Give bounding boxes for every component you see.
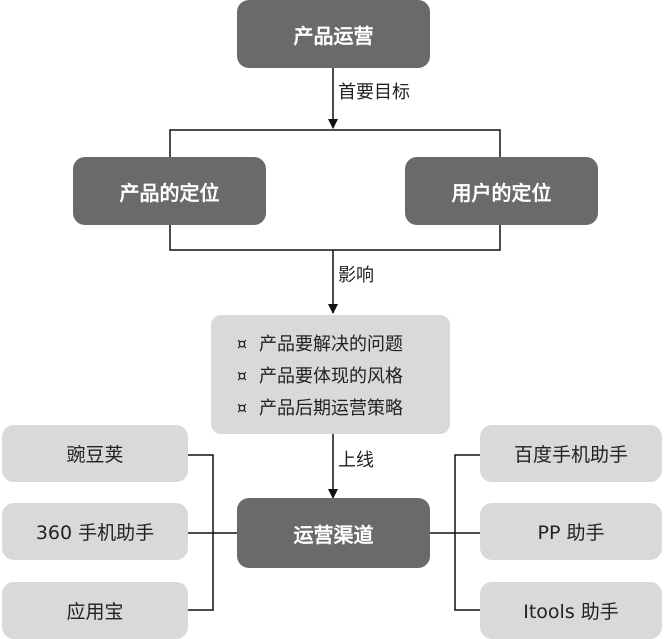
issue-text: 产品要体现的风格 (259, 366, 403, 387)
label-influence: 影响 (338, 265, 374, 286)
bullet-icon: ¤ (236, 397, 248, 417)
issue-text: 产品后期运营策略 (259, 398, 403, 419)
node-label: 产品的定位 (119, 180, 220, 205)
issue-item: ¤ 产品要体现的风格 (233, 359, 450, 391)
bullet-icon: ¤ (236, 333, 248, 353)
channel-right-1: 百度手机助手 (480, 425, 662, 482)
bracket-upper (169, 129, 501, 157)
issue-item: ¤ 产品后期运营策略 (233, 391, 450, 423)
issues-box: ¤ 产品要解决的问题 ¤ 产品要体现的风格 ¤ 产品后期运营策略 (211, 315, 450, 434)
channel-left-3: 应用宝 (2, 582, 188, 639)
channel-label: Itools 助手 (523, 601, 619, 623)
node-label: 用户的定位 (451, 180, 552, 205)
label-launch: 上线 (338, 450, 374, 471)
issue-item: ¤ 产品要解决的问题 (233, 327, 450, 359)
node-label: 运营渠道 (293, 522, 374, 547)
issue-text: 产品要解决的问题 (259, 334, 403, 355)
node-label: 产品运营 (293, 23, 374, 48)
channel-label: PP 助手 (537, 522, 605, 544)
channel-label: 应用宝 (66, 601, 124, 623)
bracket-lower (169, 225, 501, 251)
node-operation-channels: 运营渠道 (237, 498, 430, 568)
label-primary-goal: 首要目标 (338, 82, 410, 103)
channel-label: 豌豆荚 (66, 444, 124, 466)
node-product-operations: 产品运营 (237, 0, 430, 68)
channel-label: 360 手机助手 (35, 522, 155, 544)
channel-right-2: PP 助手 (480, 503, 662, 560)
channel-right-3: Itools 助手 (480, 582, 662, 639)
bullet-icon: ¤ (236, 365, 248, 385)
channel-left-1: 豌豆荚 (2, 425, 188, 482)
node-user-positioning: 用户的定位 (405, 157, 598, 225)
channel-left-2: 360 手机助手 (2, 503, 188, 560)
node-product-positioning: 产品的定位 (73, 157, 266, 225)
channel-label: 百度手机助手 (513, 444, 628, 466)
